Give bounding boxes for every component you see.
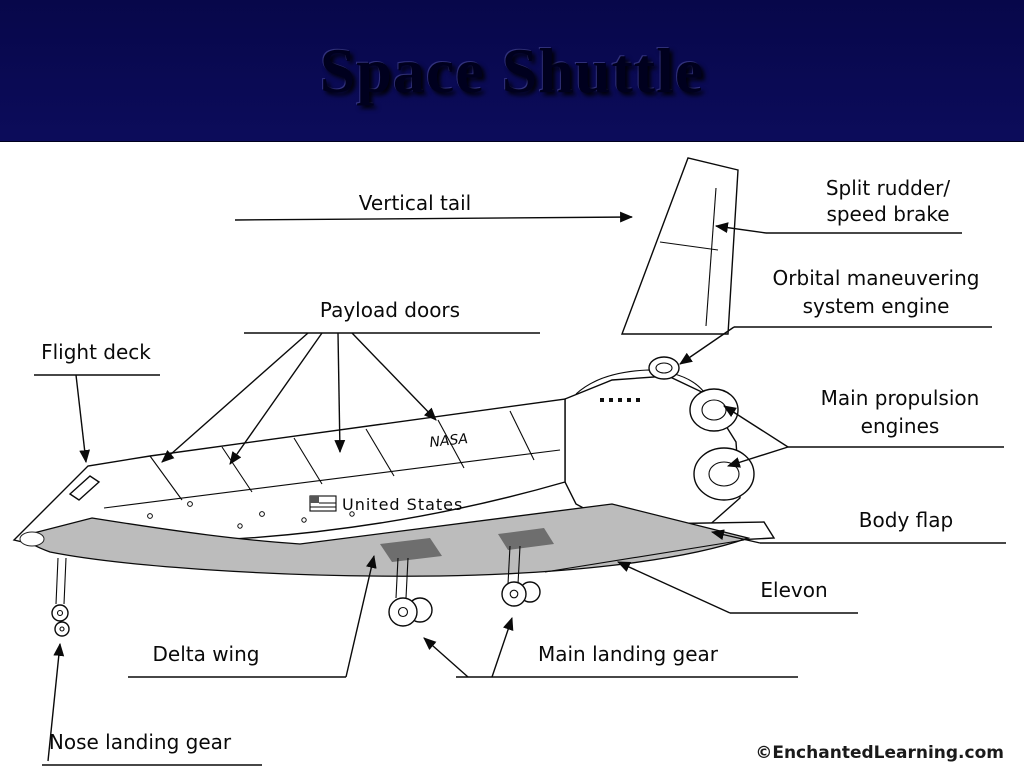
label-vertical-tail: Vertical tail (234, 191, 634, 223)
shuttle-drawing: United States NASA (12, 157, 776, 637)
split-rudder-leader (714, 222, 767, 234)
label-delta-wing: Delta wing (128, 554, 377, 678)
label-elevon: Elevon (617, 561, 858, 614)
flight-deck-label: Flight deck (41, 340, 151, 364)
oms-leader (679, 326, 735, 365)
slide-header: Space Shuttle (0, 0, 1024, 141)
main-propulsion-label-line2: engines (861, 414, 940, 438)
label-nose-landing-gear: Nose landing gear (42, 642, 262, 766)
payload-doors-leader-2 (229, 332, 323, 465)
payload-doors-leader-1 (161, 332, 309, 463)
oms-label-line1: Orbital maneuvering (773, 266, 980, 290)
split-rudder-label-line1: Split rudder/ (826, 176, 951, 200)
rudder-trailing-line (705, 187, 717, 327)
fuselage-detail-dots (147, 501, 355, 529)
delta-wing-shade (20, 503, 751, 577)
elevon-label: Elevon (760, 578, 827, 602)
gear-door-shadow-rear (498, 528, 554, 550)
nasa-marking: NASA (429, 431, 469, 451)
main-propulsion-leader-upper (723, 405, 789, 448)
space-shuttle-diagram: United States NASA (12, 157, 1006, 766)
aft-window-squares (600, 398, 640, 402)
elevon-hinge-line (544, 539, 745, 573)
vertical-tail-shape (620, 157, 739, 335)
label-split-rudder: Split rudder/ speed brake (714, 176, 962, 234)
elevon-leader (617, 561, 731, 614)
oms-pod-curve (575, 369, 705, 395)
slide-title: Space Shuttle (319, 34, 705, 106)
main-landing-gear-front-drawing (388, 557, 433, 627)
body-flap-label: Body flap (859, 508, 953, 532)
body-flap-leader (710, 529, 761, 544)
main-landing-gear-label: Main landing gear (538, 642, 719, 666)
main-engine-upper (689, 388, 739, 432)
united-states-marking: United States (342, 495, 463, 514)
main-landing-gear-leader-right (491, 616, 514, 678)
main-propulsion-leader-lower (726, 446, 789, 468)
main-landing-gear-rear-drawing (501, 545, 541, 607)
gear-door-shadow-front (380, 538, 442, 562)
label-body-flap: Body flap (710, 508, 1006, 544)
diagram-area: United States NASA (0, 141, 1024, 768)
nose-landing-gear-leader (47, 642, 65, 762)
flight-deck-leader (75, 374, 91, 464)
payload-door-lines (149, 410, 535, 501)
main-engine-lower (693, 447, 755, 501)
label-flight-deck: Flight deck (34, 340, 160, 464)
main-propulsion-label-line1: Main propulsion (821, 386, 980, 410)
rudder-split-line (659, 241, 719, 251)
main-landing-gear-leader-left (423, 637, 469, 678)
label-main-propulsion: Main propulsion engines (723, 386, 1004, 468)
watermark: ©EnchantedLearning.com (755, 743, 1004, 763)
oms-label-line2: system engine (803, 294, 950, 318)
label-payload-doors: Payload doors (161, 298, 540, 465)
label-orbital-maneuvering: Orbital maneuvering system engine (679, 266, 992, 365)
us-flag (309, 495, 337, 512)
oms-engine-nozzle (648, 356, 680, 380)
nose-landing-gear-label: Nose landing gear (49, 730, 232, 754)
payload-doors-leader-4 (351, 332, 437, 421)
delta-wing-label: Delta wing (152, 642, 259, 666)
payload-doors-label: Payload doors (320, 298, 460, 322)
vertical-tail-leader (234, 211, 634, 223)
label-main-landing-gear: Main landing gear (423, 616, 798, 678)
nose-landing-gear-drawing (51, 557, 70, 637)
payload-doors-leader-3 (334, 332, 346, 454)
vertical-tail-label: Vertical tail (359, 191, 471, 215)
nose-cap (19, 531, 45, 547)
cockpit-window (68, 475, 101, 501)
door-sill-line (103, 449, 561, 509)
delta-wing-leader (345, 554, 377, 678)
split-rudder-label-line2: speed brake (826, 202, 949, 226)
